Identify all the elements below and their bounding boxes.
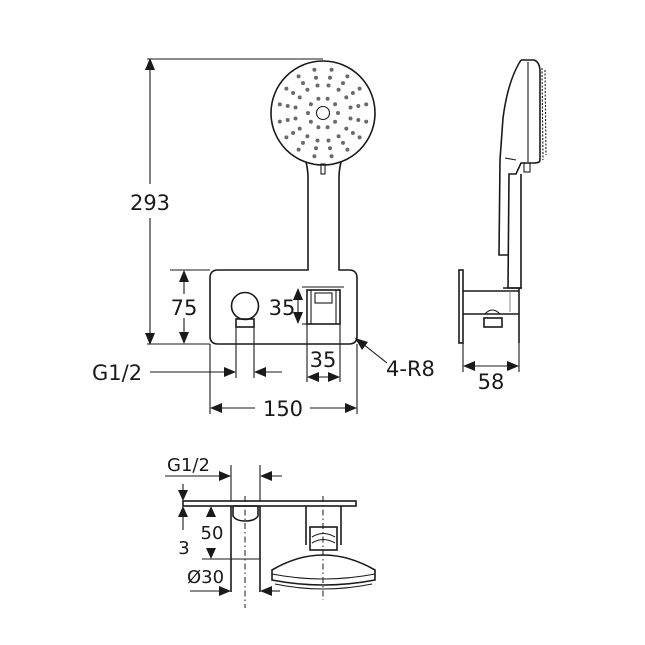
dim-outlet-diameter: Ø30	[187, 567, 280, 596]
dim-plate-thickness: 3	[178, 484, 190, 559]
dim-75-label: 75	[171, 296, 198, 320]
dim-d30-label: Ø30	[187, 567, 224, 588]
dim-4r8-label: 4-R8	[386, 357, 435, 381]
dim-150-label: 150	[263, 397, 303, 421]
dim-thread-top: G1/2	[165, 455, 282, 501]
dim-g12-top-label: G1/2	[167, 455, 210, 476]
dim-50-label: 50	[201, 523, 224, 544]
dim-plate-height: 75	[170, 269, 210, 344]
top-view: G1/2 3 50 Ø30	[165, 455, 376, 608]
dim-3-label: 3	[178, 538, 189, 559]
dim-corner-radius: 4-R8	[355, 338, 435, 381]
dim-thread-front: G1/2	[92, 361, 282, 385]
dim-holder-height	[293, 288, 303, 324]
shower-holder	[302, 286, 344, 325]
dim-g12-front-label: G1/2	[92, 361, 142, 385]
dim-35-width-label: 35	[310, 348, 337, 372]
dim-58-label: 58	[478, 370, 505, 394]
dim-35-height-label: 35	[269, 296, 296, 320]
side-view: 58	[458, 59, 547, 394]
shower-head-front	[270, 60, 376, 175]
handle-and-plate-outline	[209, 161, 358, 345]
dim-293-label: 293	[130, 191, 170, 215]
front-view: 293 75 35 35	[92, 58, 435, 421]
dim-depth: 58	[462, 343, 520, 394]
dim-holder-width: 35	[306, 324, 341, 382]
wall-outlet	[230, 291, 260, 378]
dim-plate-width: 150	[209, 344, 358, 421]
dim-total-height: 293	[130, 58, 323, 345]
hand-shower-side	[507, 59, 541, 289]
dim-outlet-length: 50	[201, 506, 224, 559]
